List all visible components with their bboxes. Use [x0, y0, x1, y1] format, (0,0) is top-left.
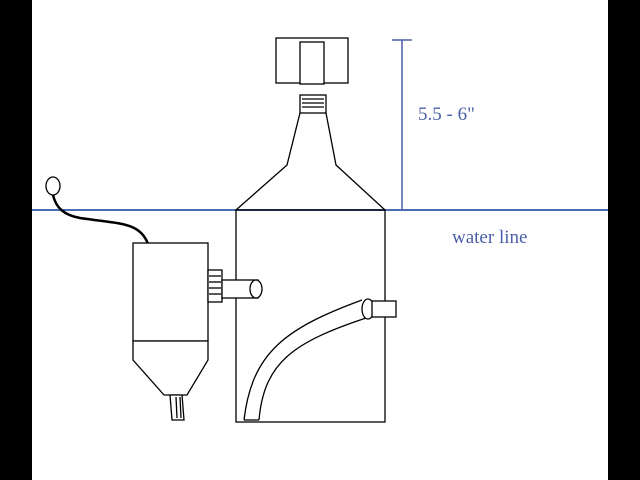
- height-label: 5.5 - 6": [418, 104, 475, 125]
- pump: [132, 242, 263, 421]
- bottle-shoulders: [235, 112, 386, 211]
- plug-icon: [45, 176, 61, 196]
- bottle: [235, 37, 386, 423]
- bottle-body: [235, 209, 386, 423]
- internal-tube: [243, 298, 397, 421]
- bottle-cap-insert: [299, 41, 325, 85]
- pump-body: [132, 242, 209, 342]
- pump-pipe-end: [249, 279, 263, 299]
- power-cord: [45, 176, 150, 245]
- water-line-label: water line: [452, 227, 527, 248]
- bottle-neck-threads: [299, 94, 327, 114]
- pump-connector-threads: [207, 269, 223, 303]
- pump-cone: [132, 340, 209, 396]
- tube-fitting-outlet: [371, 300, 397, 318]
- height-dimension: [392, 39, 412, 210]
